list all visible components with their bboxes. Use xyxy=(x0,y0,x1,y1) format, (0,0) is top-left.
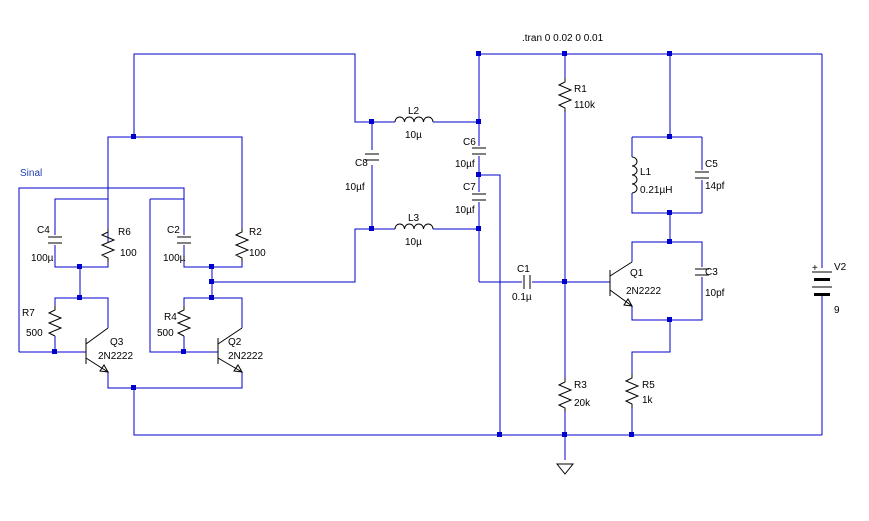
r5-label: R5 xyxy=(642,380,655,391)
capacitor-c4[interactable]: C4 100µ xyxy=(31,225,62,264)
c7-value: 10µf xyxy=(455,205,475,216)
c3-value: 10pf xyxy=(705,288,725,299)
capacitor-c1[interactable]: C1 0.1µ xyxy=(512,264,532,303)
l1-label: L1 xyxy=(640,167,652,178)
v2-value: 9 xyxy=(834,305,840,316)
l2-value: 10µ xyxy=(405,130,422,141)
r1-label: R1 xyxy=(574,84,587,95)
plus-sign: + xyxy=(812,263,818,274)
battery-v2[interactable]: + V2 9 xyxy=(812,262,847,316)
r4-value: 500 xyxy=(157,328,174,339)
c6-label: C6 xyxy=(463,137,476,148)
l3-value: 10µ xyxy=(405,237,422,248)
transistor-q1[interactable]: Q1 2N2222 xyxy=(609,261,661,307)
capacitor-c8[interactable]: C8 10µf xyxy=(345,153,379,193)
c1-value: 0.1µ xyxy=(512,292,532,303)
r6-value: 100 xyxy=(120,248,137,259)
resistor-r4[interactable]: R4 500 xyxy=(157,306,192,339)
resistor-r1[interactable]: R1 110k xyxy=(557,78,596,112)
wires xyxy=(18,53,823,460)
r4-label: R4 xyxy=(164,312,177,323)
q3-value: 2N2222 xyxy=(98,351,133,362)
q2-value: 2N2222 xyxy=(228,351,263,362)
resistor-r5[interactable]: R5 1k xyxy=(624,374,655,408)
r3-label: R3 xyxy=(574,380,587,391)
r7-label: R7 xyxy=(22,308,35,319)
spice-directive[interactable]: .tran 0 0.02 0 0.01 xyxy=(522,33,604,44)
c4-label: C4 xyxy=(37,225,50,236)
resistor-r6[interactable]: R6 100 xyxy=(100,227,137,262)
inductor-l1[interactable]: L1 0.21µH xyxy=(631,156,672,196)
r6-label: R6 xyxy=(118,227,131,238)
inductor-l3[interactable]: L3 10µ xyxy=(394,213,434,248)
c1-label: C1 xyxy=(517,264,530,275)
c3-label: C3 xyxy=(705,267,718,278)
r2-value: 100 xyxy=(249,248,266,259)
junctions xyxy=(52,51,672,437)
c5-label: C5 xyxy=(705,159,718,170)
resistor-r3[interactable]: R3 20k xyxy=(557,378,591,412)
c8-label: C8 xyxy=(355,158,368,169)
v2-label: V2 xyxy=(834,262,847,273)
r2-label: R2 xyxy=(249,227,262,238)
net-label-sinal: Sinal xyxy=(20,168,42,179)
c2-value: 100µ xyxy=(163,253,186,264)
r5-value: 1k xyxy=(642,395,654,406)
resistor-r2[interactable]: R2 100 xyxy=(234,227,266,262)
q3-label: Q3 xyxy=(110,337,124,348)
capacitor-c5[interactable]: C5 14pf xyxy=(695,159,725,192)
r7-value: 500 xyxy=(26,328,43,339)
transistor-q2[interactable]: Q2 2N2222 xyxy=(217,327,263,373)
c4-value: 100µ xyxy=(31,253,54,264)
q1-value: 2N2222 xyxy=(626,286,661,297)
l2-label: L2 xyxy=(408,106,420,117)
capacitor-c2[interactable]: C2 100µ xyxy=(163,225,191,264)
q1-label: Q1 xyxy=(630,268,644,279)
c6-value: 10µf xyxy=(455,159,475,170)
ground-icon xyxy=(555,463,575,475)
inductor-l2[interactable]: L2 10µ xyxy=(394,106,434,141)
r3-value: 20k xyxy=(574,398,591,409)
capacitor-c7[interactable]: C7 10µf xyxy=(455,182,486,216)
r1-value: 110k xyxy=(574,100,596,111)
resistor-r7[interactable]: R7 500 xyxy=(22,306,63,339)
l1-value: 0.21µH xyxy=(640,185,672,196)
c5-value: 14pf xyxy=(705,181,725,192)
capacitor-c3[interactable]: C3 10pf xyxy=(695,267,725,299)
q2-label: Q2 xyxy=(228,337,242,348)
capacitor-c6[interactable]: C6 10µf xyxy=(455,137,486,170)
l3-label: L3 xyxy=(408,213,420,224)
c8-value: 10µf xyxy=(345,182,365,193)
transistor-q3[interactable]: Q3 2N2222 xyxy=(85,327,133,373)
c7-label: C7 xyxy=(463,182,476,193)
c2-label: C2 xyxy=(167,225,180,236)
